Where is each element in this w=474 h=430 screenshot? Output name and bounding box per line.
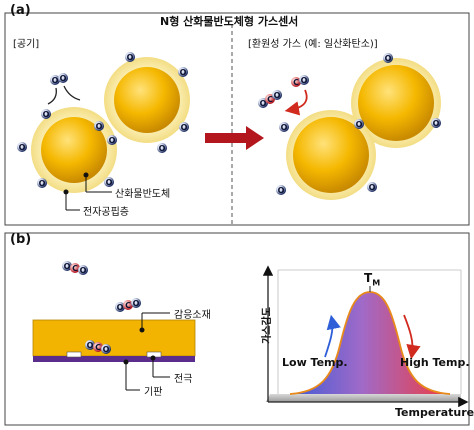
oxygen-atom-letter: O bbox=[385, 54, 392, 63]
oxygen-atom-letter: O bbox=[39, 179, 46, 188]
oxygen-ion bbox=[276, 185, 286, 195]
label-sensing-material: 감응소재 bbox=[174, 310, 211, 321]
oxygen-atom-letter: O bbox=[64, 262, 71, 271]
leader-dot bbox=[123, 359, 129, 365]
oxygen-atom-letter: O bbox=[19, 143, 26, 152]
chart-floor bbox=[266, 394, 461, 402]
oxygen-atom-letter: O bbox=[181, 123, 188, 132]
carbon-atom-letter: C bbox=[267, 95, 273, 104]
carbon-atom-letter: C bbox=[125, 301, 131, 310]
co-molecule: O C O bbox=[85, 340, 111, 354]
oxygen-atom-letter: O bbox=[96, 122, 103, 131]
oxygen-ion bbox=[367, 182, 377, 192]
label-depletion-layer: 전자공핍층 bbox=[83, 207, 129, 218]
carbon-atom-letter: C bbox=[72, 264, 78, 273]
leader-dot bbox=[139, 327, 145, 333]
oxygen-atom-letter: O bbox=[52, 76, 59, 85]
oxygen-ion bbox=[94, 121, 104, 131]
oxygen-atom-letter: O bbox=[60, 74, 67, 83]
falling-arrow bbox=[403, 314, 421, 360]
oxygen-atom-letter: O bbox=[278, 186, 285, 195]
oxygen-atom-letter: O bbox=[117, 303, 124, 312]
oxygen-atom-letter: O bbox=[103, 345, 110, 354]
co-molecule: C O bbox=[291, 75, 309, 87]
co-molecule: O C O bbox=[115, 298, 141, 312]
transition-arrow bbox=[205, 126, 264, 150]
oxygen-ion bbox=[354, 119, 364, 129]
sensing-layer bbox=[32, 319, 196, 357]
oxygen-atom-letter: O bbox=[43, 110, 50, 119]
panel-b-frame bbox=[4, 232, 470, 426]
oxide-grain bbox=[293, 117, 369, 193]
oxide-grain bbox=[358, 65, 434, 141]
label-oxide-semiconductor: 산화물반도체 bbox=[115, 189, 171, 200]
oxygen-atom-letter: O bbox=[80, 266, 87, 275]
electrode bbox=[66, 351, 82, 358]
leader-dot bbox=[150, 355, 156, 361]
oxygen-ion bbox=[125, 52, 135, 62]
rising-arrow bbox=[324, 314, 341, 358]
oxygen-ion bbox=[178, 67, 188, 77]
oxygen-atom-letter: O bbox=[180, 68, 187, 77]
chart-low-temp-label: Low Temp. bbox=[282, 356, 348, 369]
chart-x-label: Temperature bbox=[395, 406, 474, 419]
oxygen-atom-letter: O bbox=[260, 99, 267, 108]
sensitivity-chart bbox=[262, 265, 469, 408]
oxygen-ion bbox=[157, 143, 167, 153]
chart-peak-subscript: M bbox=[372, 278, 381, 288]
oxygen-ion bbox=[179, 122, 189, 132]
oxygen-ion bbox=[279, 122, 289, 132]
carbon-atom-letter: C bbox=[95, 343, 101, 352]
oxide-grain bbox=[114, 67, 180, 133]
oxygen-ion bbox=[104, 177, 114, 187]
panel-a-title: N형 산화물반도체형 가스센서 bbox=[160, 15, 299, 28]
chart-high-temp-label: High Temp. bbox=[400, 356, 470, 369]
right-particle-pair bbox=[286, 58, 441, 200]
oxygen-ion bbox=[41, 109, 51, 119]
oxygen-atom-letter: O bbox=[87, 341, 94, 350]
oxygen-atom-letter: O bbox=[109, 136, 116, 145]
panel-label-a: (a) bbox=[10, 3, 31, 18]
label-electrode: 전극 bbox=[174, 374, 193, 385]
carbon-atom-letter: C bbox=[293, 78, 299, 87]
oxygen-molecule: O O bbox=[47, 73, 81, 105]
leader-dot bbox=[63, 189, 69, 195]
oxygen-atom-letter: O bbox=[433, 119, 440, 128]
oxygen-atom-letter: O bbox=[106, 178, 113, 187]
label-substrate: 기판 bbox=[144, 387, 163, 398]
substrate bbox=[33, 356, 195, 362]
oxygen-atom-letter: O bbox=[133, 299, 140, 308]
oxygen-ion bbox=[37, 178, 47, 188]
sensitivity-bell bbox=[290, 292, 450, 394]
panel-a-frame bbox=[4, 12, 470, 226]
oxygen-ion bbox=[383, 53, 393, 63]
adsorbed-oxygen-group: O O O O O O bbox=[276, 53, 441, 195]
adsorbed-oxygen-group: O O O O O O O O O O bbox=[17, 52, 189, 188]
oxygen-atom-letter: O bbox=[127, 53, 134, 62]
oxygen-ion bbox=[107, 135, 117, 145]
left-caption: [공기] bbox=[13, 39, 40, 50]
oxide-grain bbox=[41, 117, 107, 183]
oxygen-atom-letter: O bbox=[281, 123, 288, 132]
co-molecule: O C O bbox=[62, 261, 88, 275]
oxygen-atom-letter: O bbox=[369, 183, 376, 192]
oxygen-ion bbox=[431, 118, 441, 128]
chart-peak-label: TM bbox=[364, 271, 381, 288]
co2-molecule: O C O bbox=[258, 90, 282, 108]
chart-y-label: 가스감도 bbox=[261, 307, 273, 344]
right-caption: [환원성 가스 (예: 일산화탄소)] bbox=[248, 39, 378, 50]
leader-dot bbox=[83, 172, 89, 178]
panel-label-b: (b) bbox=[10, 232, 32, 247]
oxygen-atom-letter: O bbox=[159, 144, 166, 153]
oxygen-atom-letter: O bbox=[274, 91, 281, 100]
oxygen-atom-letter: O bbox=[356, 120, 363, 129]
reaction-arrow bbox=[284, 89, 308, 116]
oxygen-ion bbox=[17, 142, 27, 152]
oxygen-atom-letter: O bbox=[301, 76, 308, 85]
